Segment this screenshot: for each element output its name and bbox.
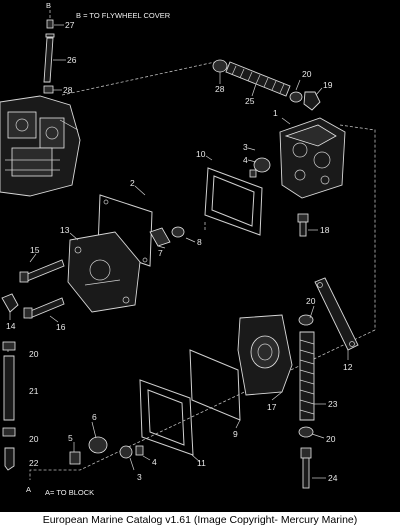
callout-28: 28 <box>63 85 73 95</box>
callout-20: 20 <box>302 69 312 79</box>
diaphragm-2 <box>97 194 153 267</box>
fitting-18 <box>297 213 309 237</box>
callout-14: 14 <box>6 321 16 331</box>
callout-5: 5 <box>68 433 73 443</box>
hose-b-assembly <box>43 19 55 94</box>
pump-cover-13 <box>67 231 141 313</box>
callout-7: 7 <box>158 248 163 258</box>
callout-11: 11 <box>197 458 206 468</box>
reference-lines <box>29 8 376 480</box>
gasket-9 <box>189 349 241 421</box>
callout-12: 12 <box>343 362 353 372</box>
callout-26: 26 <box>67 55 77 65</box>
valve-parts-lower <box>69 436 144 465</box>
callout-21: 21 <box>29 386 39 396</box>
callout-16: 16 <box>56 322 66 332</box>
callout-23: 23 <box>328 399 338 409</box>
gasket-10 <box>204 167 263 236</box>
note-b-letter: B <box>46 1 51 10</box>
callout-3: 3 <box>243 142 248 152</box>
connection-notes: B B = TO FLYWHEEL COVER A A= TO BLOCK <box>26 1 171 497</box>
clamp-20-upper <box>289 91 303 103</box>
clamp-28 <box>43 85 54 94</box>
callout-13: 13 <box>60 225 70 235</box>
spring-cap-7-8 <box>149 226 185 247</box>
callout-24: 24 <box>328 473 338 483</box>
callout-28: 28 <box>215 84 225 94</box>
note-a-block: A= TO BLOCK <box>45 488 94 497</box>
copyright-caption: European Marine Catalog v1.61 (Image Cop… <box>0 512 400 529</box>
callout-15: 15 <box>30 245 40 255</box>
callout-22: 22 <box>29 458 39 468</box>
callout-4: 4 <box>243 155 248 165</box>
check-valve-3-4 <box>249 157 271 178</box>
housing-17 <box>237 314 293 396</box>
callout-8: 8 <box>197 237 202 247</box>
exploded-view-drawing: 27 26 28 28 25 20 19 1 3 4 10 2 13 7 8 1… <box>0 1 376 497</box>
callout-19: 19 <box>323 80 333 90</box>
screws-and-elbow <box>1 259 65 319</box>
bracket-12 <box>314 277 359 351</box>
clamp-28-upper <box>212 59 228 73</box>
callout-17: 17 <box>267 402 277 412</box>
callout-labels: 27 26 28 28 25 20 19 1 3 4 10 2 13 7 8 1… <box>6 20 353 483</box>
callout-4: 4 <box>152 457 157 467</box>
hose-a-assembly <box>2 341 16 471</box>
gasket-11 <box>139 379 194 456</box>
carburetor-body <box>0 95 81 197</box>
note-a-letter: A <box>26 485 31 494</box>
callout-1: 1 <box>273 108 278 118</box>
note-b-flywheel-cover: B = TO FLYWHEEL COVER <box>76 11 171 20</box>
callout-9: 9 <box>233 429 238 439</box>
callout-27: 27 <box>65 20 75 30</box>
callout-3: 3 <box>137 472 142 482</box>
fuel-pump-body-1 <box>279 117 346 199</box>
fitting-27 <box>46 19 54 29</box>
callout-20: 20 <box>326 434 336 444</box>
callout-2: 2 <box>130 178 135 188</box>
callout-20: 20 <box>306 296 316 306</box>
callout-20: 20 <box>29 434 39 444</box>
elbow-19 <box>303 91 321 111</box>
clamp-top <box>45 33 55 38</box>
leader-lines <box>7 24 349 479</box>
hose-25-assembly <box>212 59 321 111</box>
callout-18: 18 <box>320 225 330 235</box>
callout-10: 10 <box>196 149 206 159</box>
callout-25: 25 <box>245 96 255 106</box>
callout-6: 6 <box>92 412 97 422</box>
spring-23-assembly <box>298 314 315 489</box>
hose-26 <box>43 37 54 83</box>
callout-20: 20 <box>29 349 39 359</box>
